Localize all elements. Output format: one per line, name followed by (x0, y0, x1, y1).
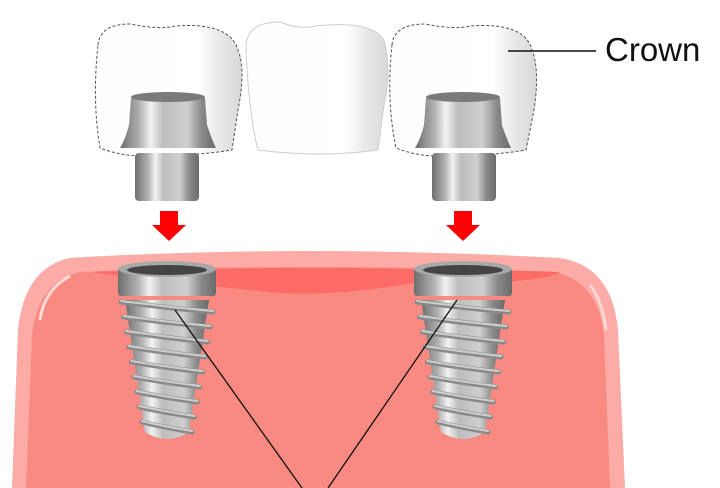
crown-label: Crown (605, 31, 701, 68)
implant-thread-highlight (416, 300, 510, 312)
implant-thread-highlight (423, 345, 503, 357)
arrow-down-icon (152, 211, 186, 241)
implant-right (414, 261, 512, 439)
arrow-down-icon (446, 211, 480, 241)
implant-thread-highlight (140, 420, 194, 432)
implant-socket (423, 265, 503, 275)
implant-thread-highlight (431, 390, 495, 402)
implant-thread-highlight (434, 405, 492, 417)
implant-socket (127, 265, 207, 275)
abutment-right (415, 92, 511, 201)
implant-thread-highlight (125, 330, 209, 342)
crown-middle (245, 21, 389, 155)
implant-thread-highlight (130, 360, 204, 372)
implant-pointer-line-left (174, 309, 303, 488)
implant-thread-highlight (436, 420, 490, 432)
implant-thread-highlight (133, 375, 201, 387)
implant-thread-highlight (418, 315, 508, 327)
implant-thread-highlight (122, 315, 212, 327)
implant-thread-highlight (135, 390, 199, 402)
implant-thread-highlight (429, 375, 497, 387)
implant-thread-highlight (127, 345, 207, 357)
gum (12, 251, 625, 488)
implant-thread-highlight (120, 300, 214, 312)
implant-pointer-line-right (327, 299, 458, 488)
implant-thread-highlight (138, 405, 196, 417)
abutment-left (120, 92, 216, 201)
implant-thread-highlight (421, 330, 505, 342)
implant-thread-highlight (426, 360, 500, 372)
implant-left (118, 261, 216, 439)
